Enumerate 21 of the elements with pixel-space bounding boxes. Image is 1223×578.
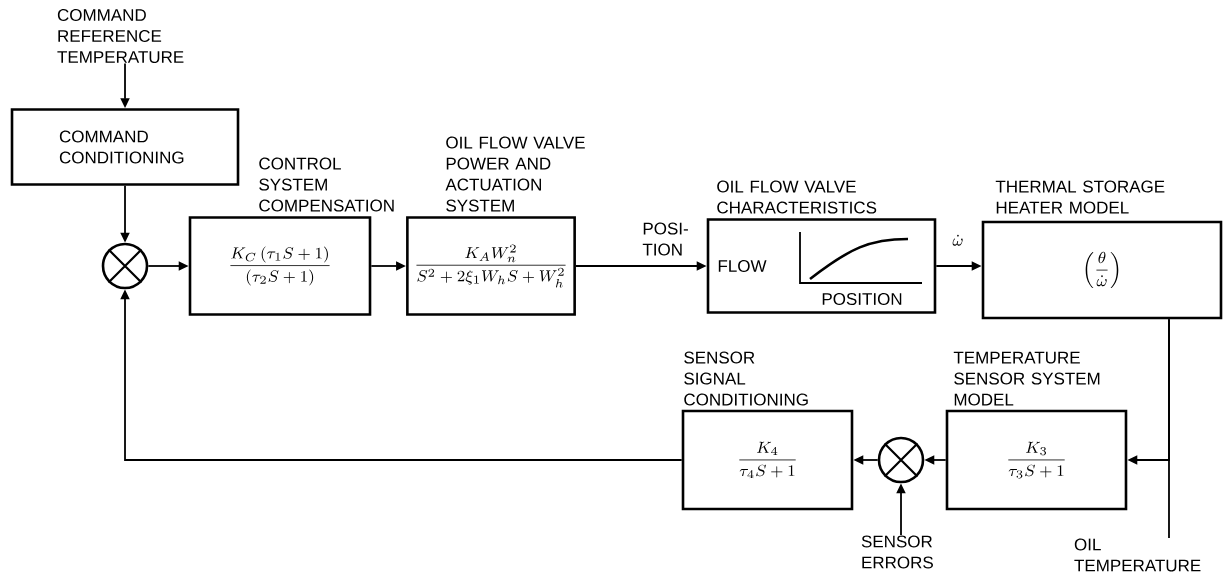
block-box: $\frac{K_3}{\tau_3 S+1}$ <box>945 409 1128 511</box>
signal-label: OIL TEMPERATURE <box>1074 538 1201 572</box>
axis-label: POSITION <box>822 293 902 305</box>
block-box: COMMAND CONDITIONING <box>10 108 240 186</box>
summing-junction <box>101 242 149 290</box>
block-title: CONTROL SYSTEM COMPENSATION <box>259 157 394 212</box>
block-title: TEMPERATURE SENSOR SYSTEM MODEL <box>953 351 1100 406</box>
block-title: SENSOR SIGNAL CONDITIONING <box>684 351 808 406</box>
signal-label: COMMAND REFERENCE TEMPERATURE <box>57 9 184 63</box>
block-title: OIL FLOW VALVE POWER AND ACTUATION SYSTEM <box>445 136 585 212</box>
edge-label: POSI- TION <box>640 220 695 258</box>
axis-label: FLOW <box>718 260 767 272</box>
block-box: $\left(\frac{\theta}{\dot{\omega}}\right)$ <box>981 220 1223 320</box>
edge-label: $\dot{\omega}$ <box>950 232 966 248</box>
signal-label: SENSOR ERRORS <box>861 535 933 569</box>
block-title: THERMAL STORAGE HEATER MODEL <box>995 180 1165 214</box>
block-box: $\frac{K_4}{\tau_4 S+1}$ <box>681 409 854 511</box>
block-box: $\frac{K_C\,(\tau_1 S+1)}{(\tau_2 S+1)}$ <box>188 216 372 316</box>
block-title: OIL FLOW VALVE CHARACTERISTICS <box>717 180 877 214</box>
block-box: $\frac{K_A W_n^2}{S^2+2\xi_1 W_h S+W_h^2}$ <box>406 216 576 316</box>
summing-junction <box>877 436 925 484</box>
